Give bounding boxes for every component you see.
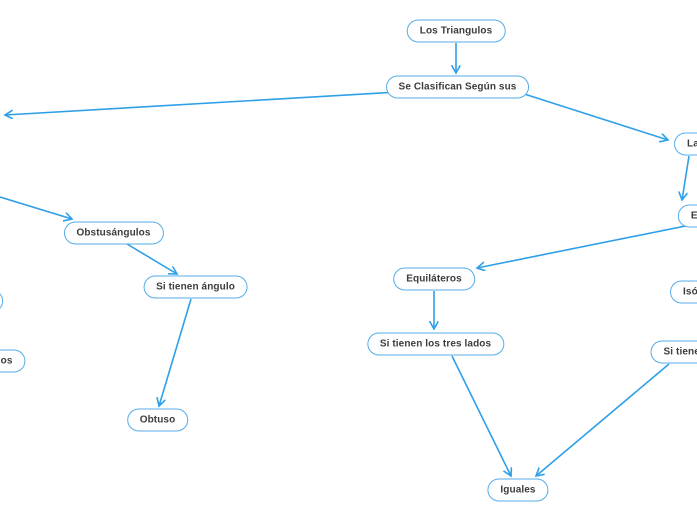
edge-se-clasifican-to-offscreen-left bbox=[5, 91, 399, 115]
node-iguales[interactable]: Iguales bbox=[487, 478, 549, 502]
edge-si-tienen-angulo-to-obtuso bbox=[159, 298, 192, 406]
node-si-tienen-tres-lados[interactable]: Si tienen los tres lados bbox=[366, 332, 505, 355]
node-lados[interactable]: Lados bbox=[674, 132, 697, 156]
edge-se-clasifican-to-lados bbox=[517, 91, 668, 140]
edge-offscreen-left-to-obstusangulos bbox=[0, 196, 72, 219]
node-escalenos[interactable]: Escalenos bbox=[677, 204, 697, 227]
node-equilateros[interactable]: Equiláteros bbox=[393, 267, 475, 291]
node-si-tienen-angulo[interactable]: Si tienen ángulo bbox=[143, 275, 248, 299]
node-se-clasifican[interactable]: Se Clasifican Según sus bbox=[385, 75, 530, 99]
edge-escalenos-to-equilateros bbox=[477, 222, 697, 268]
node-si-tienen-dos-lados[interactable]: Si tienen dos lados bbox=[650, 340, 697, 363]
node-obstusangulos[interactable]: Obstusángulos bbox=[63, 221, 164, 244]
edge-obstusangulos-to-si-tienen-angulo bbox=[126, 243, 177, 274]
edge-lados-to-escalenos bbox=[682, 155, 690, 200]
node-los-triangulos[interactable]: Los Triangulos bbox=[406, 19, 506, 43]
node-rectangulos[interactable]: Rectángulos bbox=[0, 349, 26, 373]
edge-si-tienen-tres-lados-to-iguales bbox=[451, 355, 511, 476]
edge-si-tienen-dos-lados-to-iguales bbox=[536, 363, 670, 476]
node-isosceles[interactable]: Isósceles bbox=[670, 280, 697, 304]
node-obtuso[interactable]: Obtuso bbox=[126, 408, 189, 432]
